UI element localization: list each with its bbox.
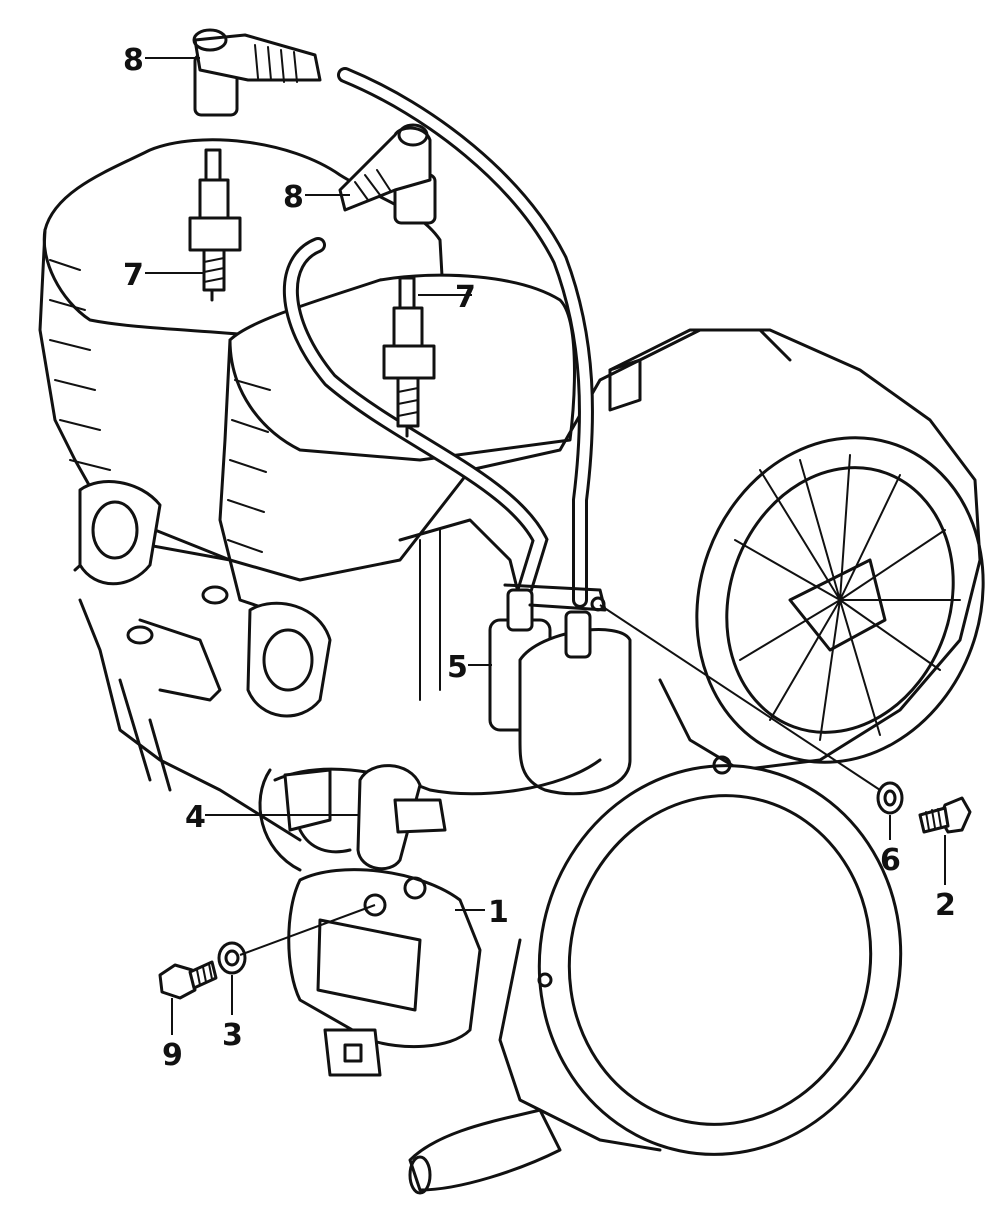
ignition-coil bbox=[488, 583, 632, 796]
spark-plug-right bbox=[382, 276, 436, 438]
outlet-pipe bbox=[408, 1108, 562, 1195]
callout-1: 1 bbox=[488, 895, 509, 930]
leader-lines bbox=[145, 57, 946, 1035]
callout-7-left: 7 bbox=[123, 258, 144, 293]
spark-plug-wire-lower bbox=[283, 237, 549, 613]
fan-shroud bbox=[608, 328, 985, 772]
voltage-regulator bbox=[287, 868, 482, 1077]
callout-6: 6 bbox=[880, 843, 901, 878]
callout-2: 2 bbox=[935, 888, 956, 923]
callout-labels: 8 8 7 7 5 4 1 6 2 3 9 bbox=[123, 43, 956, 1073]
magneto-cover bbox=[498, 755, 903, 1156]
callout-5: 5 bbox=[447, 650, 468, 685]
callout-4: 4 bbox=[185, 800, 206, 835]
callout-3: 3 bbox=[222, 1018, 243, 1053]
washer-6 bbox=[876, 781, 904, 815]
callout-7-right: 7 bbox=[455, 280, 476, 315]
callout-9: 9 bbox=[162, 1038, 183, 1073]
bolt-9 bbox=[158, 960, 218, 1000]
engine-block bbox=[73, 328, 792, 842]
callout-8-upper: 8 bbox=[123, 43, 144, 78]
spark-plug-cap-upper bbox=[192, 28, 322, 117]
spark-plug-cap-lower bbox=[338, 123, 437, 225]
bolt-2 bbox=[918, 796, 972, 834]
spark-plug-wire-upper bbox=[337, 67, 594, 608]
callout-8-lower: 8 bbox=[283, 180, 304, 215]
washer-3 bbox=[217, 941, 247, 975]
spark-plug-left bbox=[188, 148, 242, 302]
